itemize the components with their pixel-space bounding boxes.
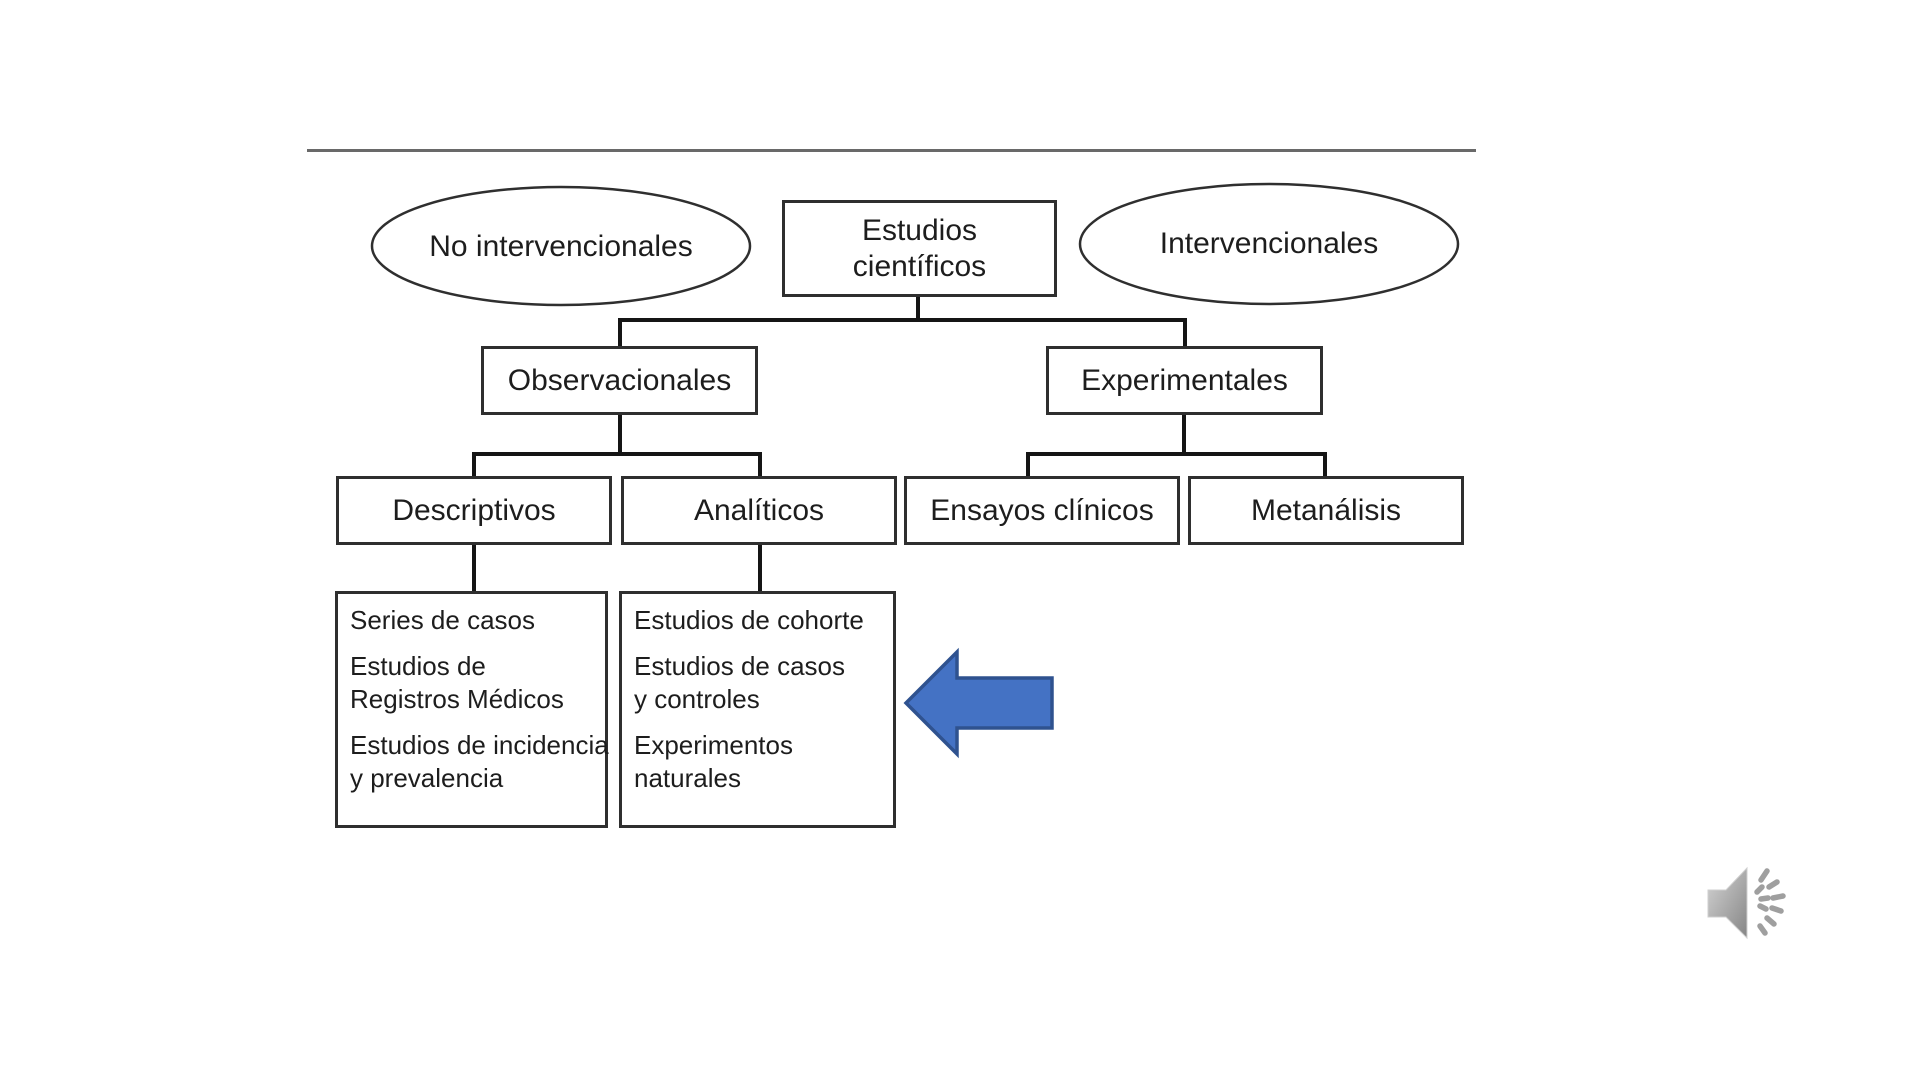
list-item: Experimentos naturales: [634, 730, 793, 793]
box-metanalisis: Metanálisis: [1188, 476, 1464, 545]
list-item: Series de casos: [350, 605, 535, 635]
box-experimentales: Experimentales: [1046, 346, 1323, 415]
box-descriptivos: Descriptivos: [336, 476, 612, 545]
box-observacionales: Observacionales: [481, 346, 758, 415]
connector-level3-to-lists: [472, 545, 762, 591]
left-arrow-icon: [903, 647, 1054, 759]
box-ensayos-clinicos: Ensayos clínicos: [904, 476, 1180, 545]
list-item: Estudios de Registros Médicos: [350, 651, 564, 714]
speaker-icon[interactable]: [1707, 866, 1786, 940]
box-analiticos: Analíticos: [621, 476, 897, 545]
oval-intervencionales-shape: [1078, 182, 1460, 306]
oval-no-intervencionales-shape: [370, 185, 752, 307]
list-item: Estudios de casos y controles: [634, 651, 846, 714]
root-box-estudios-cientificos: Estudios científicos: [782, 200, 1057, 297]
list-descriptivos-items: Series de casos Estudios de Registros Mé…: [335, 591, 609, 828]
slide-top-divider-line: [307, 149, 1476, 152]
speaker-sound-waves-icon: [1754, 868, 1786, 936]
oval-intervencionales: Intervencionales: [1159, 227, 1379, 260]
connector-root-to-level2: [618, 297, 1187, 346]
connector-observacionales-to-children: [472, 415, 762, 476]
list-item: Estudios de cohorte: [634, 605, 864, 635]
list-analiticos-items: Estudios de cohorte Estudios de casos y …: [619, 591, 896, 828]
connector-experimentales-to-children: [1026, 415, 1327, 476]
oval-no-intervencionales: No intervencionales: [429, 229, 693, 263]
speaker-body-shape: [1707, 866, 1748, 940]
list-item: Estudios de incidencia y prevalencia: [350, 730, 609, 793]
